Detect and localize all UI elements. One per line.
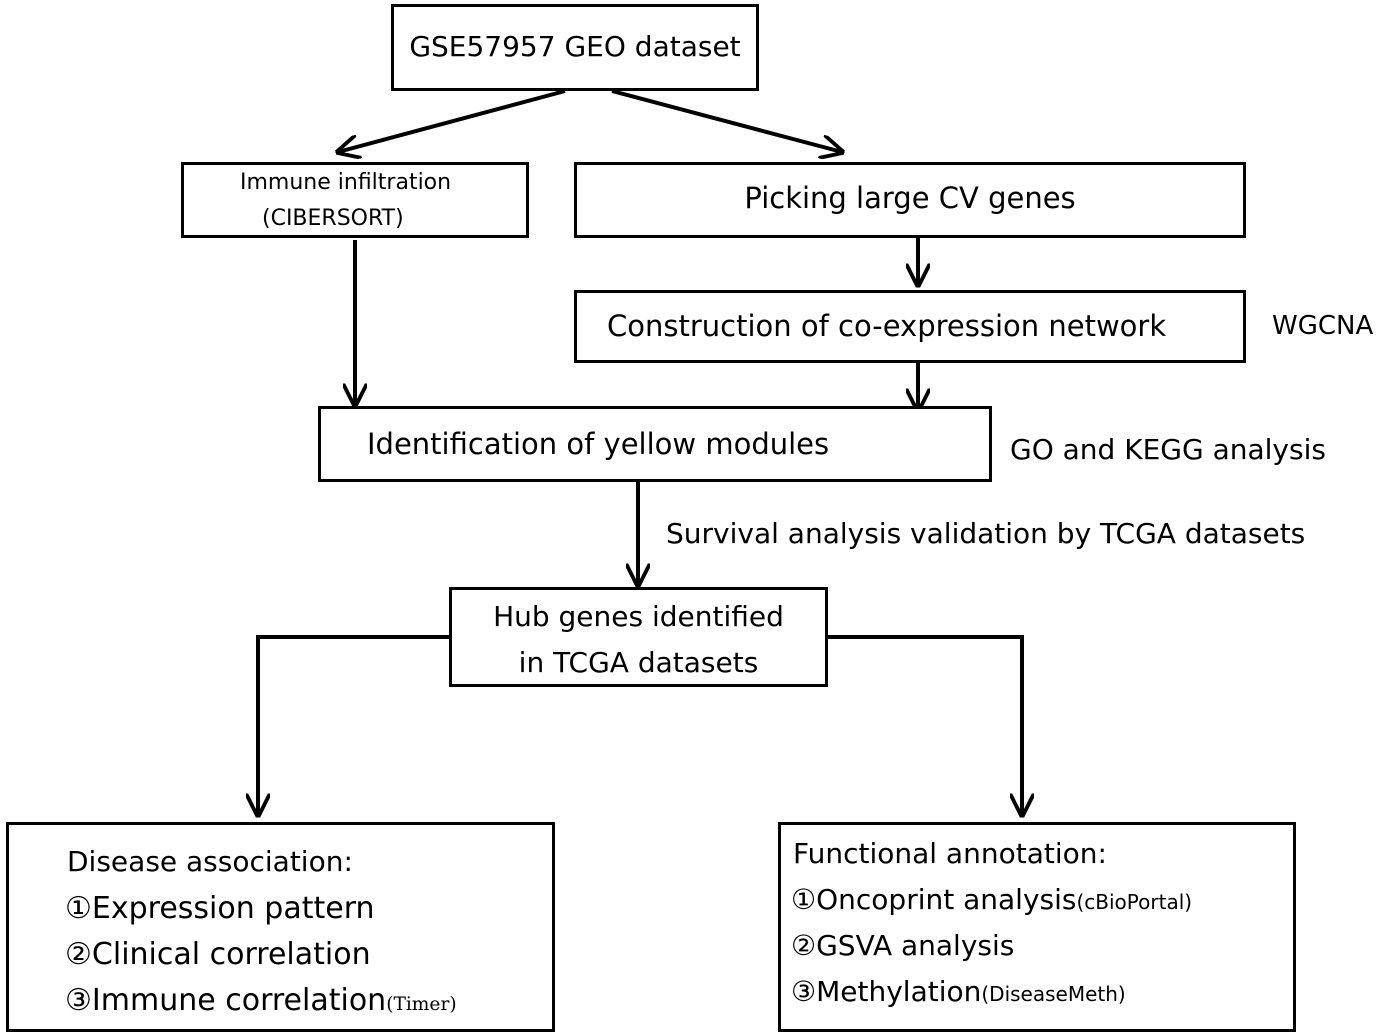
go-kegg-label: GO and KEGG analysis [1010, 433, 1326, 466]
survival-label: Survival analysis validation by TCGA dat… [666, 517, 1306, 550]
functional-item-3: ③Methylation(DiseaseMeth) [791, 975, 1126, 1008]
arrow-hub-to-functional [828, 635, 1022, 815]
arrow-geo-to-immune [338, 89, 566, 152]
yellow-modules-box: Identification of yellow modules [318, 406, 992, 482]
item-tool: (cBioPortal) [1076, 890, 1193, 914]
immune-infiltration-label: Immune infiltration [240, 170, 452, 195]
disease-association-title: Disease association: [67, 845, 353, 878]
disease-item-1: ①Expression pattern [65, 891, 375, 926]
item-text: Expression pattern [91, 891, 375, 926]
item-text: Methylation [816, 975, 982, 1008]
item-marker: ② [791, 929, 817, 962]
functional-item-2: ②GSVA analysis [791, 929, 1014, 962]
arrow-hub-to-disease [258, 635, 449, 815]
hub-genes-line1: Hub genes identified [493, 600, 784, 633]
disease-item-2: ②Clinical correlation [65, 937, 371, 972]
functional-item-1: ①Oncoprint analysis(cBioPortal) [791, 883, 1192, 916]
picking-cv-box: Picking large CV genes [574, 162, 1246, 238]
wgcna-label: WGCNA [1272, 311, 1374, 341]
item-marker: ③ [791, 975, 817, 1008]
item-text: Immune correlation [91, 983, 387, 1018]
arrow-geo-to-picking [611, 89, 842, 152]
disease-item-3: ③Immune correlation(Timer) [65, 983, 457, 1018]
item-text: Oncoprint analysis [816, 883, 1077, 916]
item-tool: (DiseaseMeth) [981, 982, 1126, 1006]
item-marker: ③ [65, 983, 92, 1018]
yellow-modules-label: Identification of yellow modules [367, 427, 830, 461]
hub-genes-line2: in TCGA datasets [518, 646, 759, 679]
geo-dataset-box: GSE57957 GEO dataset [391, 4, 759, 91]
disease-association-box: Disease association: ①Expression pattern… [6, 822, 555, 1032]
cibersort-label: (CIBERSORT) [262, 206, 404, 231]
functional-annotation-title: Functional annotation: [793, 837, 1107, 870]
geo-dataset-label: GSE57957 GEO dataset [409, 30, 741, 63]
item-marker: ① [65, 891, 92, 926]
functional-annotation-box: Functional annotation: ①Oncoprint analys… [778, 822, 1296, 1032]
picking-cv-label: Picking large CV genes [744, 181, 1076, 215]
coexpression-label: Construction of co-expression network [607, 309, 1167, 343]
immune-infiltration-box: Immune infiltration (CIBERSORT) [181, 162, 529, 238]
coexpression-box: Construction of co-expression network [574, 290, 1246, 363]
hub-genes-box: Hub genes identified in TCGA datasets [449, 587, 828, 687]
item-marker: ① [791, 883, 817, 916]
item-tool: (Timer) [386, 994, 457, 1015]
item-text: GSVA analysis [816, 929, 1015, 962]
item-marker: ② [65, 937, 92, 972]
item-text: Clinical correlation [91, 937, 371, 972]
